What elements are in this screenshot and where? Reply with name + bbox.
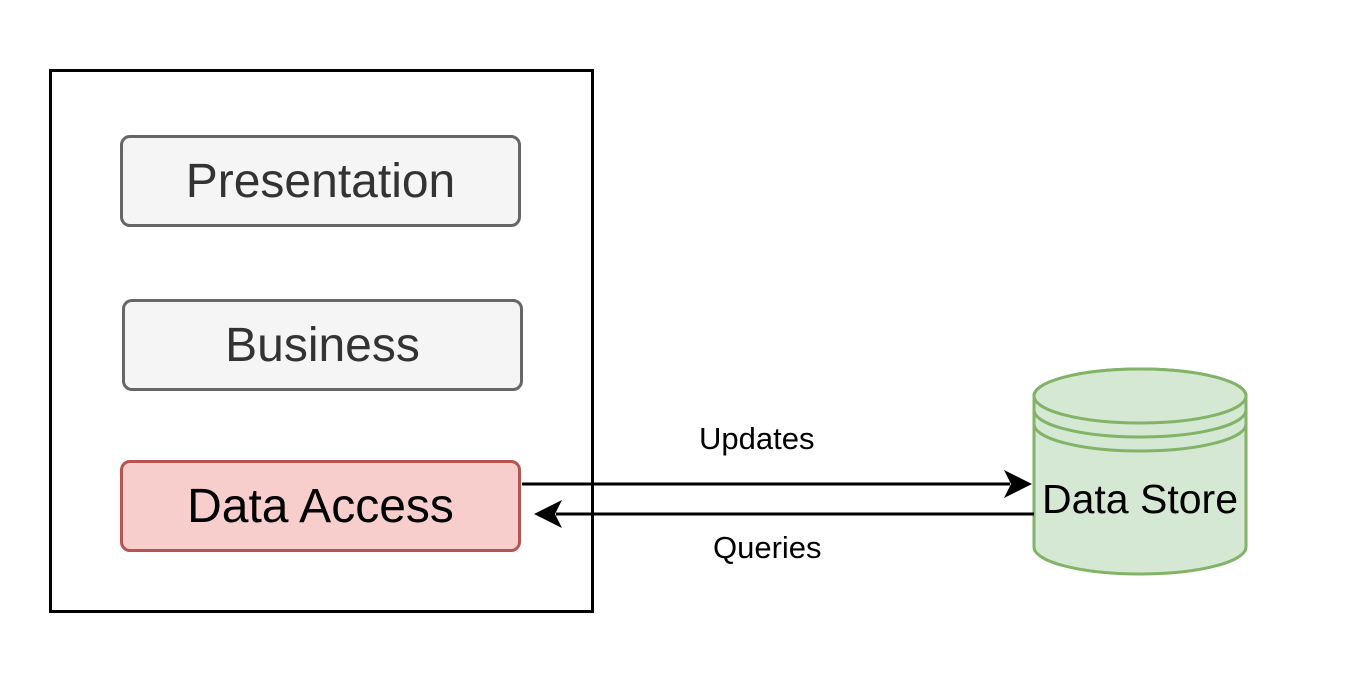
queries-arrow	[534, 500, 1034, 528]
data-access-layer-label: Data Access	[187, 479, 454, 533]
data-access-layer: Data Access	[120, 460, 521, 552]
updates-label: Updates	[699, 421, 815, 456]
data-store-cylinder	[1032, 367, 1248, 576]
application-boundary	[49, 69, 594, 613]
updates-arrow	[522, 470, 1032, 498]
presentation-layer-label: Presentation	[185, 154, 456, 208]
queries-label: Queries	[713, 530, 822, 565]
data-store-label: Data Store	[1042, 476, 1238, 522]
business-layer-label: Business	[225, 318, 420, 372]
presentation-layer: Presentation	[120, 135, 521, 227]
business-layer: Business	[122, 299, 523, 391]
